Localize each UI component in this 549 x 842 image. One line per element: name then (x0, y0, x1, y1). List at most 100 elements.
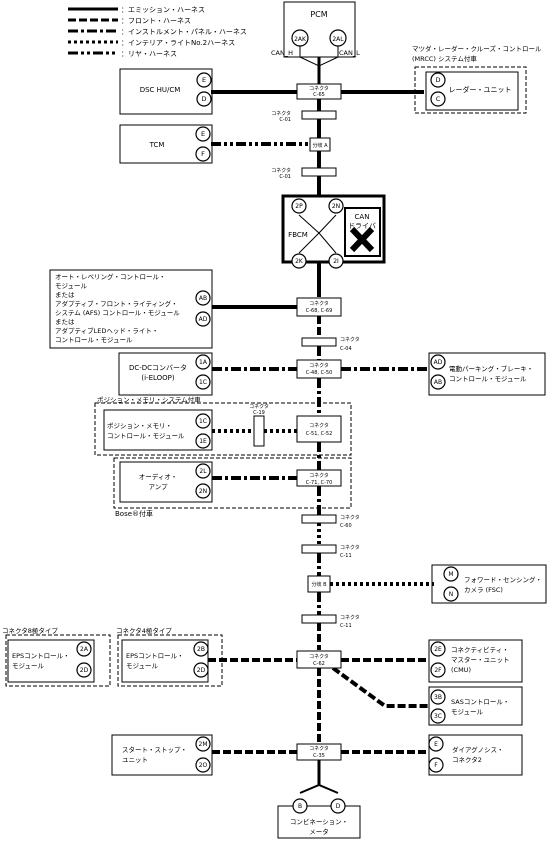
pin-label: 2N (199, 488, 207, 495)
pin-label: E (434, 741, 438, 748)
combi-wires (299, 783, 339, 794)
legend-label-interior: ：インテリア・ライトNo.2ハーネス (121, 39, 235, 47)
connector-c62 (296, 650, 342, 669)
pin-label: C (436, 95, 441, 103)
pin-label: 2L (199, 468, 207, 475)
pin-circle (195, 126, 211, 142)
pin-circle (291, 198, 307, 214)
connector-id: C-01 (279, 174, 291, 180)
connector-id: C-68, C-69 (306, 308, 333, 314)
afs-label: オート・レベリング・コントロール・ (55, 272, 166, 281)
radar-group-title: マツダ・レーダー・クルーズ・コントロール (412, 44, 542, 53)
pin-label: 2D (197, 667, 206, 674)
audio-box (119, 461, 213, 503)
pin-label: M (448, 571, 453, 578)
connector-c11b (301, 614, 337, 624)
afs-label: または (55, 291, 75, 299)
pin-circle (430, 689, 446, 705)
cmu-box (428, 639, 523, 683)
pin-label: 2A (80, 646, 89, 653)
connector-label: コネクタ (309, 653, 329, 660)
wire-sas (331, 666, 428, 708)
radar-box (425, 71, 519, 111)
pin-label: AD (199, 316, 208, 323)
pin-circle (196, 72, 212, 88)
pin-label: 3B (434, 694, 442, 701)
radar-group-box (414, 66, 527, 114)
can-driver-x-mark (349, 226, 375, 253)
connector-label: コネクタ (309, 85, 329, 92)
pcm-label: PCM (310, 10, 327, 19)
can-driver-label: ドライバ (348, 222, 376, 230)
pin-label: 2M (199, 741, 208, 748)
pin-label: 2AK (294, 36, 307, 43)
eps4-label: EPSコントロール・ (126, 652, 184, 660)
eps8-box (7, 639, 95, 683)
diag-box (428, 734, 523, 776)
legend-label-front: ：フロント・ハーネス (121, 17, 191, 25)
branch-a-label: 分岐 A (312, 142, 328, 149)
pin-circle (430, 354, 446, 370)
eps4-title: コネクタ4極タイプ (116, 626, 172, 635)
combi-label: コンビネーション・ (290, 817, 348, 826)
pin-label: 2F (434, 667, 442, 674)
pin-circle (430, 662, 446, 678)
pin-circle (195, 290, 211, 306)
pin-label: 2O (199, 762, 208, 769)
connector-c01 (301, 110, 337, 120)
pin-label: N (449, 591, 454, 598)
eps8-title: コネクタ8極タイプ (2, 626, 58, 635)
can-l-label: CAN_L (339, 49, 360, 57)
pin-circle (430, 91, 446, 107)
pin-circle (292, 798, 308, 814)
connector-id: C-19 (253, 410, 265, 416)
diag-label: ダイアグノシス・ (452, 745, 504, 754)
pin-label: 1A (199, 359, 208, 366)
memory-box (103, 409, 213, 451)
dcdc-label: (i-ELOOP) (141, 374, 175, 382)
connector-c68 (296, 297, 342, 317)
cmu-label: マスター・ユニット (451, 655, 510, 664)
pin-label: 2B (197, 646, 205, 653)
connector-id: C-60 (340, 523, 352, 529)
pin-circle (196, 91, 212, 107)
radar-group-title: (MRCC) システム付車 (412, 54, 477, 63)
connector-id: C-01 (279, 117, 291, 123)
connector-label: コネクタ (271, 167, 291, 174)
connector-c11 (301, 544, 337, 554)
connector-id: C-71, C-70 (306, 480, 333, 486)
pin-circle (428, 736, 444, 752)
tcm-box (119, 124, 213, 164)
pin-label: 2D (80, 667, 89, 674)
pin-circle (195, 374, 211, 390)
pin-circle (291, 29, 309, 47)
pin-label: B (298, 803, 302, 810)
pin-circle (195, 354, 211, 370)
pin-circle (193, 641, 209, 657)
afs-label: コントロール・モジュール (55, 336, 133, 344)
connector-id: C-35 (313, 753, 325, 759)
pin-circle (76, 662, 92, 678)
sas-label: モジュール (451, 708, 484, 716)
connector-label: コネクタ (309, 745, 329, 752)
fsc-label: フォワード・センシング・ (464, 575, 542, 584)
pcm-box (283, 1, 356, 58)
branch-a (309, 137, 331, 152)
pin-label: 2E (434, 646, 442, 653)
afs-label: アダプティブLEDヘッド・ライト・ (55, 326, 158, 335)
diag-label: コネクタ2 (452, 755, 482, 764)
pin-circle (328, 253, 344, 269)
pin-label: D (201, 95, 206, 103)
start-stop-label: ユニット (122, 756, 148, 764)
connector-c65 (296, 83, 342, 100)
audio-label: アンプ (148, 483, 168, 491)
connector-c71 (296, 469, 342, 487)
branch-b-label: 分岐 B (311, 581, 327, 588)
connector-label: コネクタ (309, 472, 329, 479)
pin-label: AD (434, 359, 443, 366)
pin-label: D (435, 76, 440, 84)
pin-circle (443, 566, 459, 582)
radar-label: レーダー・ユニット (449, 85, 512, 94)
connector-id: C-11 (340, 623, 352, 629)
sas-box (428, 686, 523, 726)
